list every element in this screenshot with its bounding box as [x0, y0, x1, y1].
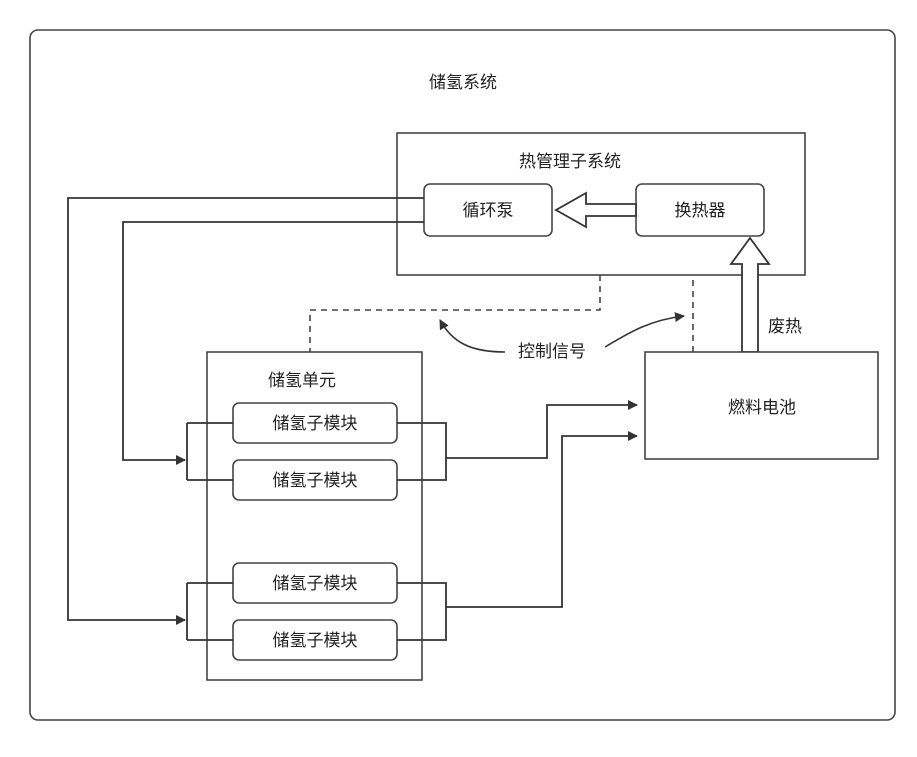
submodule-label-1: 储氢子模块: [273, 414, 358, 434]
storage-unit-label: 储氢单元: [268, 371, 336, 391]
submodule-label-2: 储氢子模块: [273, 471, 358, 491]
control-signal-label: 控制信号: [518, 342, 586, 362]
waste-heat-label: 废热: [768, 317, 802, 337]
thermal-subsystem-label: 热管理子系统: [519, 152, 621, 172]
submodule-label-3: 储氢子模块: [273, 574, 358, 594]
fuel-cell-label: 燃料电池: [728, 398, 796, 418]
submodule-label-4: 储氢子模块: [273, 631, 358, 651]
heat-exchanger-label: 换热器: [675, 201, 726, 221]
storage-system-label: 储氢系统: [429, 73, 497, 93]
circulation-pump-label: 循环泵: [463, 201, 514, 221]
